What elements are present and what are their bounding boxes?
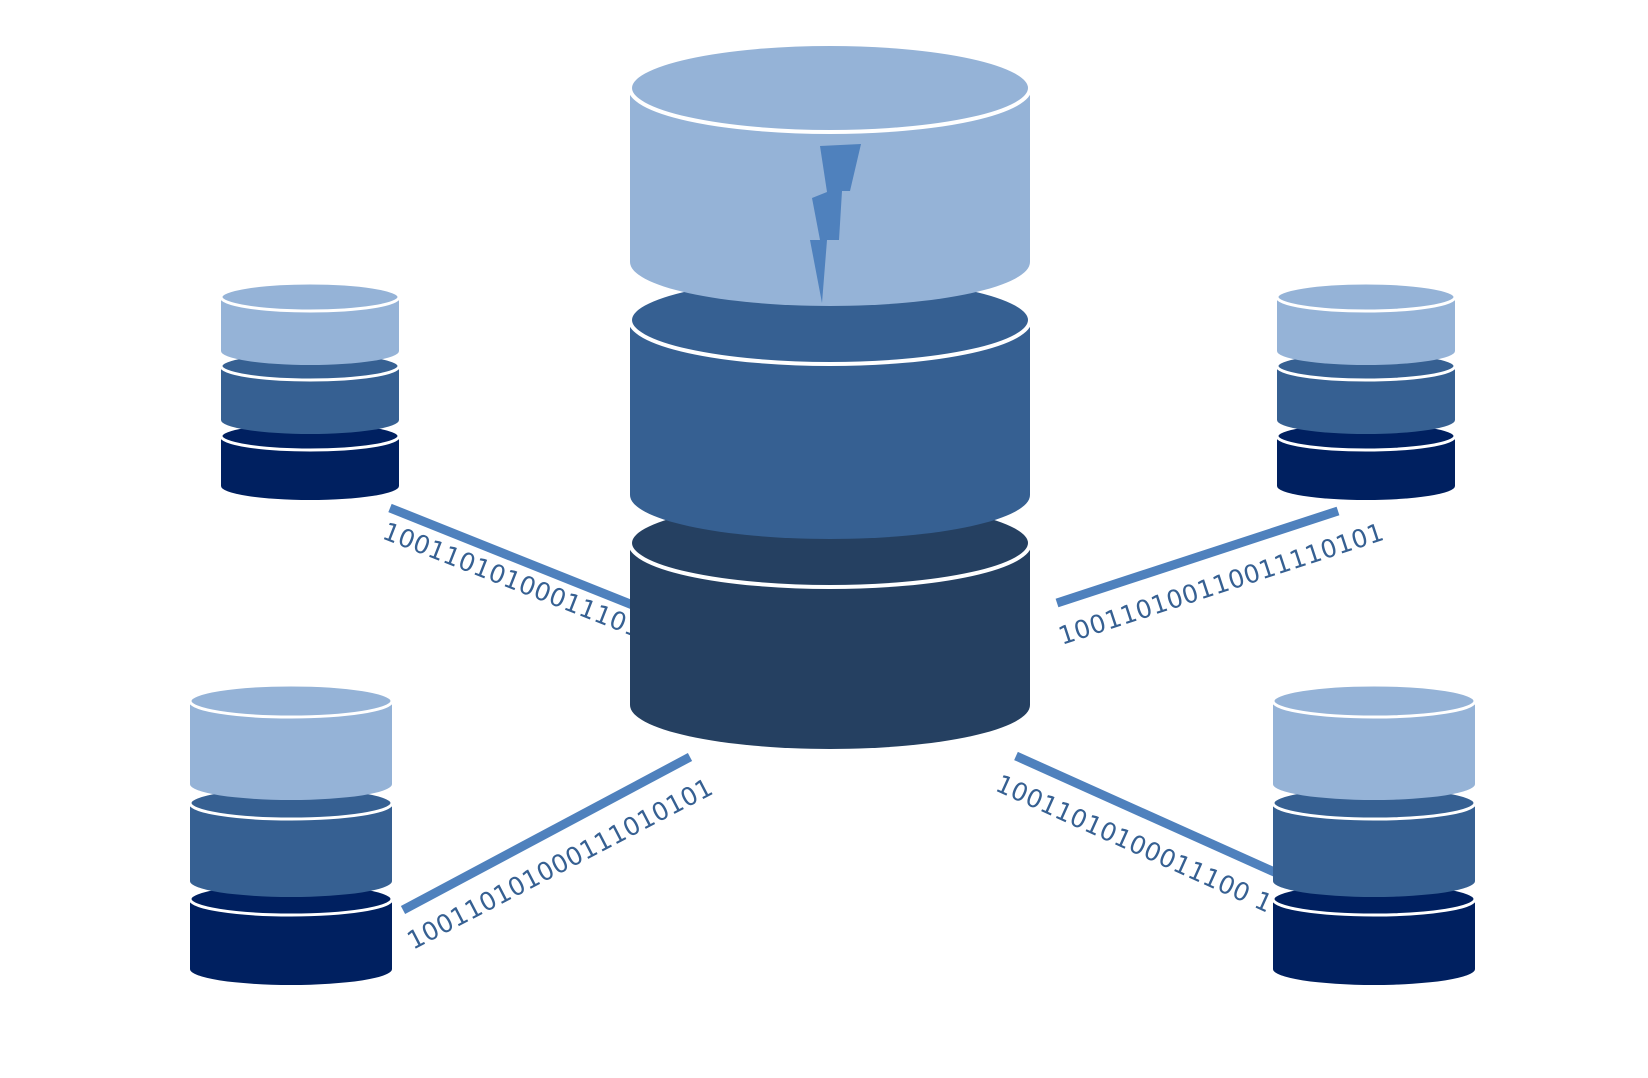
top-tier-cap	[219, 281, 401, 313]
binary-label-bottom-right: 10011010100011100 1	[992, 769, 1277, 918]
top-tier-body	[1277, 297, 1455, 365]
central-database	[628, 42, 1032, 749]
satellite-database-bottom-left	[188, 683, 394, 985]
top-tier-cap	[1271, 683, 1477, 719]
link-line-top-right	[1055, 506, 1340, 608]
satellite-database-top-left	[219, 281, 401, 500]
middle-tier-body	[630, 320, 1030, 539]
middle-tier-body	[190, 803, 392, 897]
connection-lines	[388, 503, 1340, 914]
satellite-database-bottom-right	[1271, 683, 1477, 985]
top-tier-cap	[1275, 281, 1457, 313]
satellite-database-top-right	[1275, 281, 1457, 500]
bottom-tier-body	[221, 436, 399, 500]
top-tier-body	[1273, 701, 1475, 800]
middle-tier-body	[1277, 366, 1455, 434]
link-line-top-left	[388, 503, 642, 613]
top-tier-body	[190, 701, 392, 800]
lightning-bolt-icon	[810, 144, 861, 303]
bottom-tier-body	[1277, 436, 1455, 500]
middle-tier-body	[1273, 803, 1475, 897]
top-tier-body	[221, 297, 399, 365]
bottom-tier-body	[630, 543, 1030, 749]
link-line-bottom-right	[1014, 751, 1294, 885]
link-line-bottom-left	[400, 753, 693, 914]
top-tier-cap	[628, 42, 1032, 134]
binary-label-bottom-left: 100110101000111010101	[402, 772, 717, 955]
top-tier-cap	[188, 683, 394, 719]
middle-tier-body	[221, 366, 399, 434]
bottom-tier-body	[190, 899, 392, 985]
bottom-tier-body	[1273, 899, 1475, 985]
